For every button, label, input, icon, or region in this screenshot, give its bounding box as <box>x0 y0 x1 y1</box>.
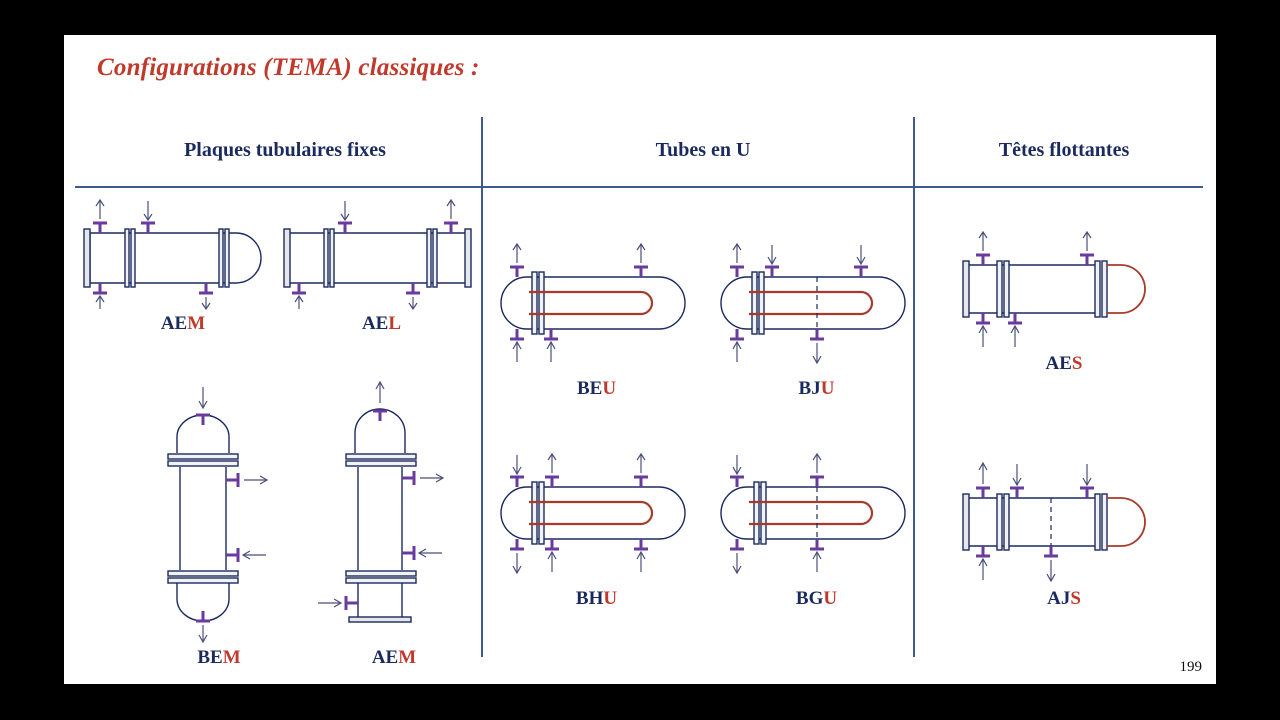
figure-label-aem-vertical: AEM <box>371 647 417 668</box>
diagram-aes <box>962 230 1146 347</box>
column-divider-right <box>913 117 915 657</box>
diagram-aem-horizontal <box>83 198 262 310</box>
diagram-bem-vertical <box>167 387 269 644</box>
figure-label-bju: BJU <box>798 378 835 399</box>
diagram-ajs <box>962 461 1146 583</box>
diagram-ael-horizontal <box>283 198 472 310</box>
figure-label-aem-horizontal: AEM <box>160 313 206 334</box>
diagram-beu <box>500 242 686 362</box>
figure-aem-vertical: AEM <box>299 375 489 668</box>
figure-label-bem-vertical: BEM <box>197 647 241 668</box>
figure-label-ael-horizontal: AEL <box>361 313 402 334</box>
diagram-aem-vertical <box>318 380 445 623</box>
page-number: 199 <box>1179 659 1203 675</box>
figure-label-beu: BEU <box>576 378 617 399</box>
figure-label-bhu: BHU <box>575 588 618 609</box>
figure-label-bgu: BGU <box>795 588 838 609</box>
figure-label-aes: AES <box>1045 353 1083 374</box>
figure-beu: BEU <box>489 230 704 399</box>
diagram-bgu <box>720 452 906 575</box>
slide-canvas: Configurations (TEMA) classiques : Plaqu… <box>64 35 1216 684</box>
figure-label-ajs: AJS <box>1047 588 1081 609</box>
column-heading-fixed-tubesheets: Plaques tubulaires fixes <box>184 139 386 161</box>
header-rule <box>75 186 1203 188</box>
diagram-bhu <box>500 452 686 575</box>
figure-bhu: BHU <box>489 440 704 609</box>
column-heading-u-tubes: Tubes en U <box>655 139 751 161</box>
page-title: Configurations (TEMA) classiques : <box>97 54 480 81</box>
figure-ajs: AJS <box>949 450 1179 609</box>
figure-ael-horizontal: AEL <box>279 195 484 334</box>
figure-bju: BJU <box>709 230 924 399</box>
figure-aem-horizontal: AEM <box>78 195 288 334</box>
figure-bem-vertical: BEM <box>124 375 314 668</box>
figure-bgu: BGU <box>709 440 924 609</box>
column-divider-left <box>481 117 483 657</box>
diagram-bju <box>720 242 906 365</box>
figure-aes: AES <box>949 225 1179 374</box>
column-heading-floating-heads: Têtes flottantes <box>998 139 1130 161</box>
